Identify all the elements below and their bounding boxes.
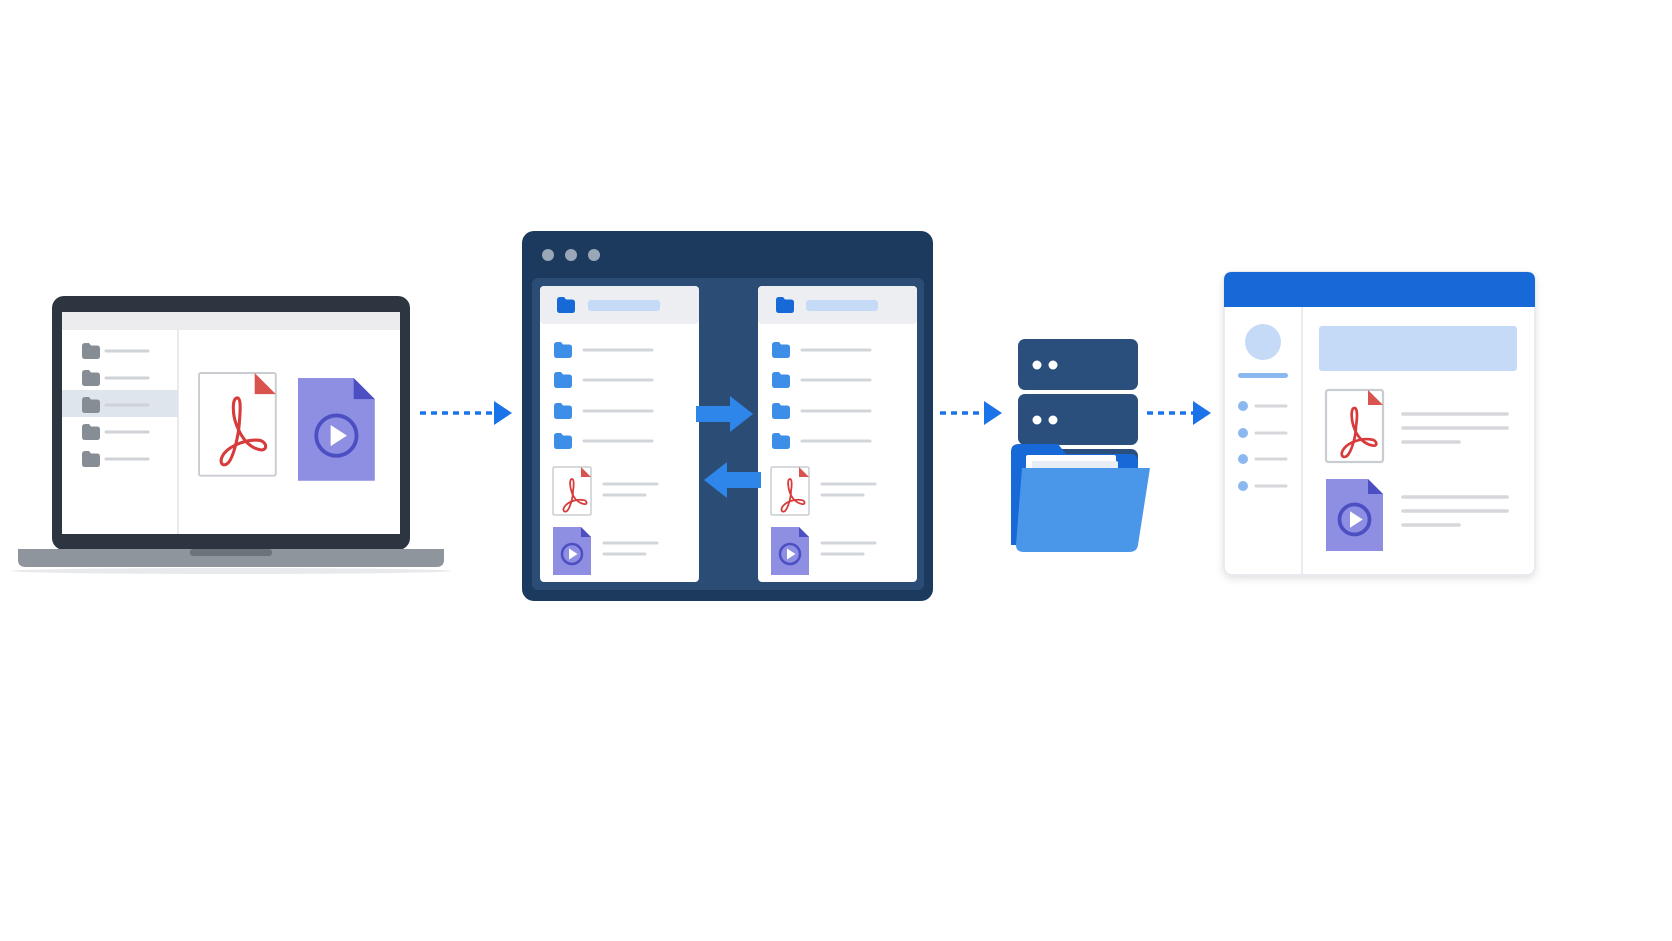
video-file-icon: [769, 525, 811, 577]
arrow-left-icon: [704, 462, 761, 498]
browser-window-icon: [1223, 271, 1536, 576]
left-pane: [540, 286, 699, 582]
avatar: [1245, 324, 1281, 360]
file-manager-window-icon: [522, 231, 933, 601]
dashed-arrow-3: [1147, 401, 1211, 425]
video-file-icon: [1324, 477, 1385, 553]
pdf-file-icon: [1324, 388, 1385, 464]
video-file-icon: [296, 376, 377, 483]
open-folder-icon: [1011, 444, 1150, 552]
pdf-file-icon: [197, 371, 278, 478]
window-dot-icon: [565, 249, 577, 261]
window-controls: [542, 249, 600, 261]
pdf-file-icon: [770, 466, 810, 516]
pdf-file-icon: [552, 466, 592, 516]
window-dot-icon: [542, 249, 554, 261]
video-file-icon: [551, 525, 593, 577]
server-unit: [1018, 394, 1138, 445]
window-dot-icon: [588, 249, 600, 261]
dashed-arrow-2: [940, 401, 1002, 425]
server-unit: [1018, 339, 1138, 390]
browser-header: [1224, 272, 1535, 307]
sync-arrows-icon: [696, 396, 761, 498]
laptop-icon: [11, 296, 451, 574]
portal-banner: [1319, 326, 1517, 371]
dashed-arrow-1: [420, 401, 512, 425]
right-pane: [758, 286, 917, 582]
portal-sidebar: [1238, 401, 1288, 491]
arrow-right-icon: [696, 396, 753, 432]
